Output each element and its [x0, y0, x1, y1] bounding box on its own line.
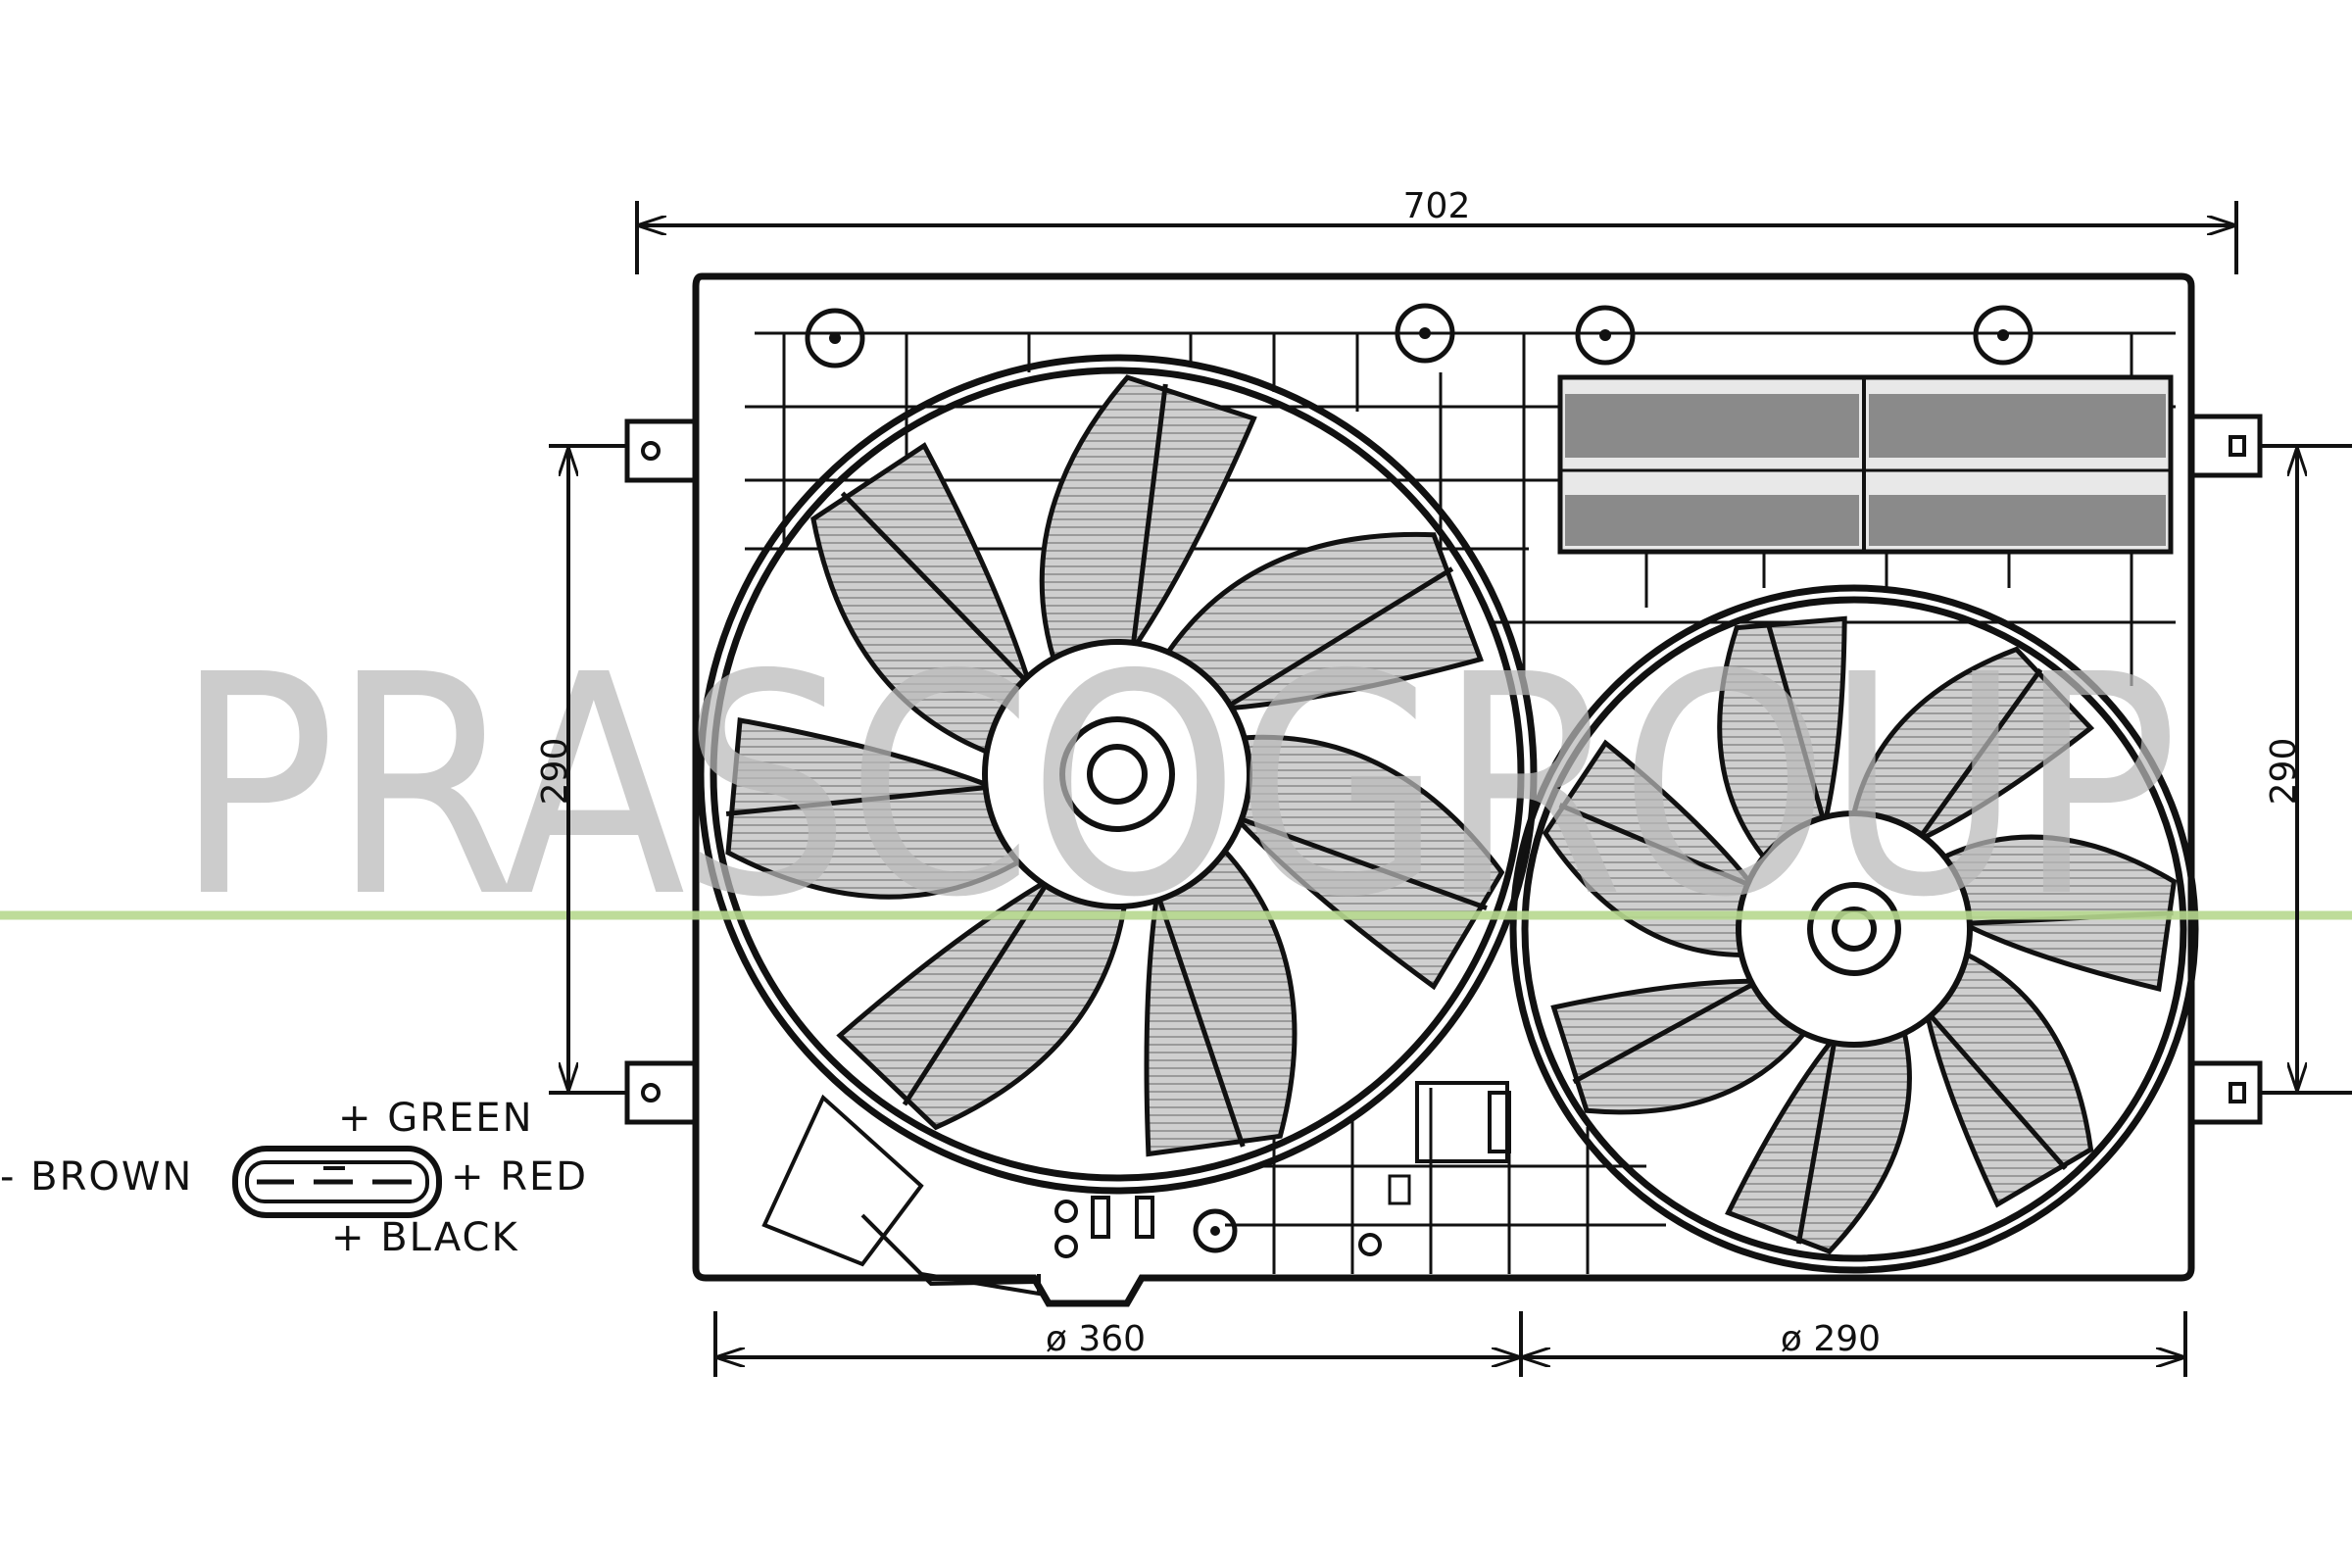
dimension-height-left: 290 — [535, 444, 627, 1095]
fan-right — [1509, 584, 2199, 1274]
dimension-height-right: 290 — [2260, 444, 2352, 1095]
dimension-fan-diameters: ø 360 ø 290 — [713, 1311, 2187, 1377]
fan-spoke — [1572, 982, 1754, 1085]
fan-spoke — [1765, 620, 1826, 819]
dimension-height-right-label: 290 — [2264, 738, 2304, 806]
mounting-tab-bottom-left — [624, 1060, 699, 1125]
fan-spoke — [1558, 803, 1749, 887]
dimension-overall-width: 702 — [635, 186, 2238, 274]
fan-spoke — [725, 785, 986, 816]
dimension-height-left-label: 290 — [535, 738, 575, 806]
fan-blade — [1848, 646, 2095, 846]
fan-spoke — [1131, 383, 1168, 644]
fan-spoke — [1228, 566, 1454, 708]
fan-right-hub — [1736, 810, 1973, 1048]
connector-legend: + GREEN - BROWN + RED + BLACK — [0, 1096, 588, 1260]
dimension-width-label: 702 — [1403, 186, 1471, 226]
fan-blade — [810, 442, 1035, 760]
wire-black-label: + BLACK — [331, 1215, 519, 1260]
fan-blade — [1550, 978, 1815, 1115]
fan-right-diameter-label: ø 290 — [1781, 1319, 1881, 1359]
fan-left-diameter-label: ø 360 — [1046, 1319, 1146, 1359]
fan-left-hub — [982, 639, 1252, 909]
fan-blade — [1542, 739, 1760, 957]
fan-spoke — [1156, 899, 1246, 1148]
fan-left-spokes — [725, 383, 1488, 1148]
fan-spoke — [902, 884, 1049, 1106]
wire-red-label: + RED — [451, 1154, 588, 1200]
fan-spoke — [1241, 816, 1488, 910]
mounting-tab-top-left — [624, 418, 699, 483]
fan-right-blades — [1542, 615, 2178, 1254]
fan-spoke — [1919, 667, 2043, 837]
fan-spoke — [1795, 1042, 1837, 1245]
fan-blade — [1156, 531, 1485, 712]
watermark-logo: PRASCOGROUP — [174, 611, 2174, 964]
mounting-tab-bottom-right — [2188, 1060, 2263, 1125]
resistor-component — [1388, 1081, 1511, 1205]
fan-left — [697, 354, 1538, 1195]
fan-blade — [1922, 946, 2094, 1208]
wire-brown-label: - BROWN — [0, 1154, 193, 1200]
wiring-harness — [761, 1094, 1154, 1297]
wire-green-label: + GREEN — [338, 1096, 534, 1141]
resistor-block — [1557, 374, 2174, 555]
fan-blade — [725, 716, 1034, 900]
mounting-tab-top-right — [2188, 414, 2263, 478]
fan-blade — [1717, 615, 1847, 870]
fan-spoke — [1929, 1013, 2068, 1171]
shroud-frame — [624, 272, 2263, 1307]
fan-spoke — [840, 491, 1027, 682]
